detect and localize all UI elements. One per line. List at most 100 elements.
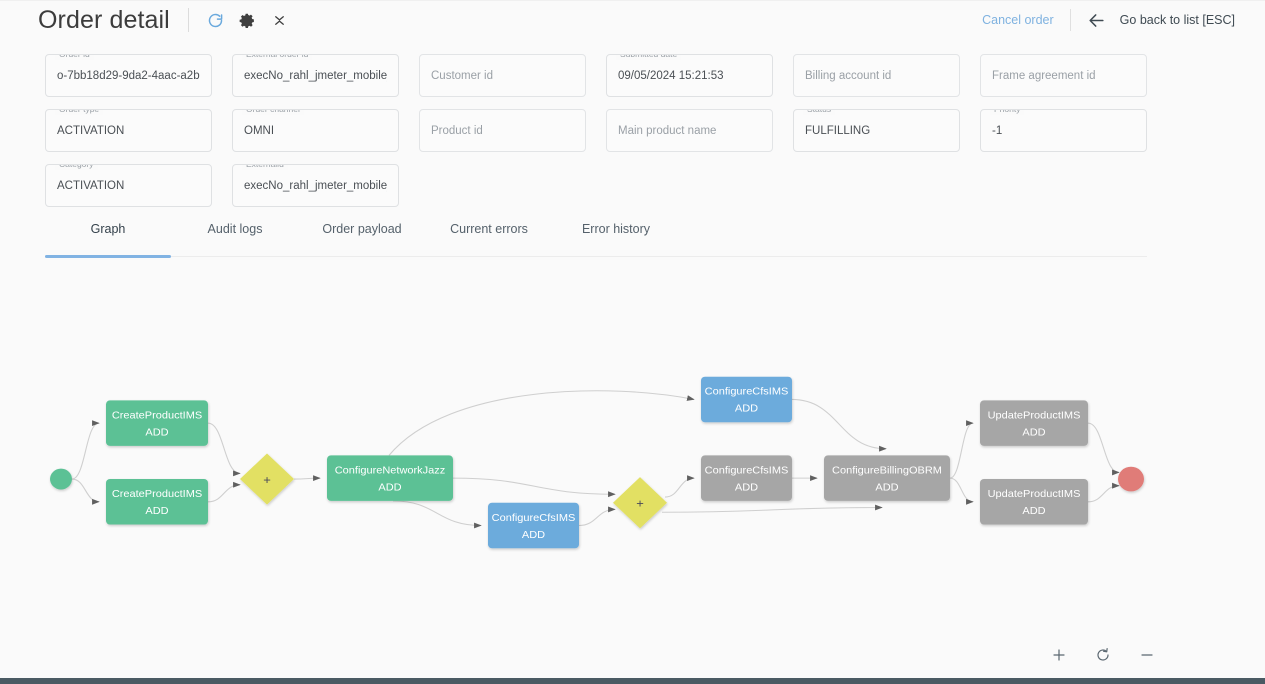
- graph-node[interactable]: UpdateProductIMS ADD: [980, 400, 1088, 446]
- gateway-diamond: [613, 477, 667, 529]
- field-label: Order id: [55, 55, 94, 60]
- graph-edge: [578, 506, 616, 527]
- refresh-icon[interactable]: [203, 7, 229, 33]
- title-divider: [187, 8, 189, 32]
- graph-edge: [664, 475, 695, 498]
- header-divider: [1069, 9, 1071, 31]
- tab-error-history[interactable]: Error history: [581, 222, 651, 236]
- field-placeholder: Main product name: [618, 124, 717, 137]
- arrow-left-icon: [1087, 11, 1106, 30]
- gateway-symbol: +: [636, 497, 644, 511]
- field-value: execNo_rahl_jmeter_mobile_acl: [244, 69, 387, 82]
- node-rect: [980, 479, 1088, 525]
- node-subtitle: ADD: [522, 529, 545, 541]
- graph-edge: [388, 390, 695, 456]
- page-header: Order detail Cancel order: [0, 0, 1265, 40]
- node-rect: [980, 400, 1088, 446]
- graph-edge: [661, 504, 883, 513]
- field-label: Category: [55, 165, 98, 170]
- gateway-diamond: [240, 453, 294, 505]
- field-label: Status: [803, 110, 836, 115]
- end-node[interactable]: [1118, 466, 1144, 492]
- graph-node[interactable]: UpdateProductIMS ADD: [980, 479, 1088, 525]
- node-subtitle: ADD: [1022, 505, 1045, 517]
- zoom-in-icon[interactable]: [1048, 644, 1070, 666]
- graph-edge: [71, 420, 100, 480]
- graph-node[interactable]: ConfigureBillingOBRM ADD: [824, 455, 950, 501]
- order-fields: Order ido-7bb18d29-9da2-4aac-a2b7-a9Exte…: [45, 54, 1220, 219]
- tab-graph[interactable]: Graph: [90, 222, 126, 236]
- node-subtitle: ADD: [735, 403, 758, 415]
- graph-edge: [293, 475, 321, 482]
- field-placeholder: Billing account id: [805, 69, 892, 82]
- tab-rule: [45, 256, 1147, 257]
- graph-nodes: CreateProductIMSADDCreateProductIMSADDCo…: [50, 376, 1144, 549]
- gear-icon[interactable]: [235, 7, 261, 33]
- field-label: External order id: [242, 55, 313, 60]
- field-priority[interactable]: Priority -1: [980, 109, 1147, 152]
- node-rect: [488, 502, 579, 549]
- start-node[interactable]: [50, 468, 72, 490]
- graph-edge: [207, 481, 241, 503]
- node-subtitle: ADD: [145, 505, 168, 517]
- field-value: -1: [992, 124, 1003, 137]
- node-title: ConfigureBillingOBRM: [832, 465, 942, 477]
- collapse-icon[interactable]: [267, 7, 293, 33]
- field-placeholder: Customer id: [431, 69, 493, 82]
- field-order-id[interactable]: Order ido-7bb18d29-9da2-4aac-a2b7-a9: [45, 54, 212, 97]
- graph-node[interactable]: CreateProductIMS ADD: [106, 400, 208, 446]
- field-value: execNo_rahl_jmeter_mobile_acl: [244, 179, 387, 192]
- header-actions: Cancel order Go back to list [ESC]: [982, 9, 1235, 31]
- field-label: Priority: [990, 110, 1025, 115]
- cancel-order-button[interactable]: Cancel order: [982, 13, 1054, 27]
- gateway-node[interactable]: +: [240, 453, 294, 505]
- node-title: ConfigureCfsIMS: [492, 512, 576, 524]
- zoom-reset-icon[interactable]: [1092, 644, 1114, 666]
- node-title: UpdateProductIMS: [988, 410, 1081, 422]
- tab-audit-logs[interactable]: Audit logs: [207, 222, 263, 236]
- field-placeholder: Product id: [431, 124, 483, 137]
- zoom-controls: [1048, 644, 1158, 666]
- gateway-node[interactable]: +: [613, 477, 667, 529]
- top-hairline: [0, 0, 1265, 1]
- graph-edge: [1087, 482, 1120, 503]
- node-subtitle: ADD: [1022, 427, 1045, 439]
- field-frame-agreement-id[interactable]: Frame agreement id: [980, 54, 1147, 97]
- field-customer-id[interactable]: Customer id: [419, 54, 586, 97]
- field-product-id[interactable]: Product id: [419, 109, 586, 152]
- tab-current-errors[interactable]: Current errors: [450, 222, 528, 236]
- zoom-out-icon[interactable]: [1136, 644, 1158, 666]
- node-subtitle: ADD: [145, 427, 168, 439]
- graph-node[interactable]: ConfigureCfsIMS ADD: [488, 502, 579, 549]
- tab-active-indicator: [45, 255, 171, 258]
- go-back-button[interactable]: Go back to list [ESC]: [1087, 11, 1235, 30]
- field-value: OMNI: [244, 124, 275, 137]
- field-billing-account-id[interactable]: Billing account id: [793, 54, 960, 97]
- field-main-product-name[interactable]: Main product name: [606, 109, 773, 152]
- bottom-bar: [0, 678, 1265, 684]
- field-value: FULFILLING: [805, 124, 871, 137]
- graph-edge: [949, 420, 974, 479]
- node-subtitle: ADD: [875, 482, 898, 494]
- node-title: UpdateProductIMS: [988, 488, 1081, 500]
- tab-order-payload[interactable]: Order payload: [322, 222, 402, 236]
- field-external-order-id[interactable]: External order id execNo_rahl_jmeter_mobi…: [232, 54, 399, 97]
- node-subtitle: ADD: [735, 482, 758, 494]
- node-title: CreateProductIMS: [112, 488, 202, 500]
- tab-bar: Graph Audit logs Order payload Current erro…: [45, 222, 1147, 254]
- graph-node[interactable]: CreateProductIMS ADD: [106, 479, 208, 525]
- graph-edge: [791, 398, 887, 452]
- node-title: CreateProductIMS: [112, 410, 202, 422]
- graph-edge: [452, 477, 616, 498]
